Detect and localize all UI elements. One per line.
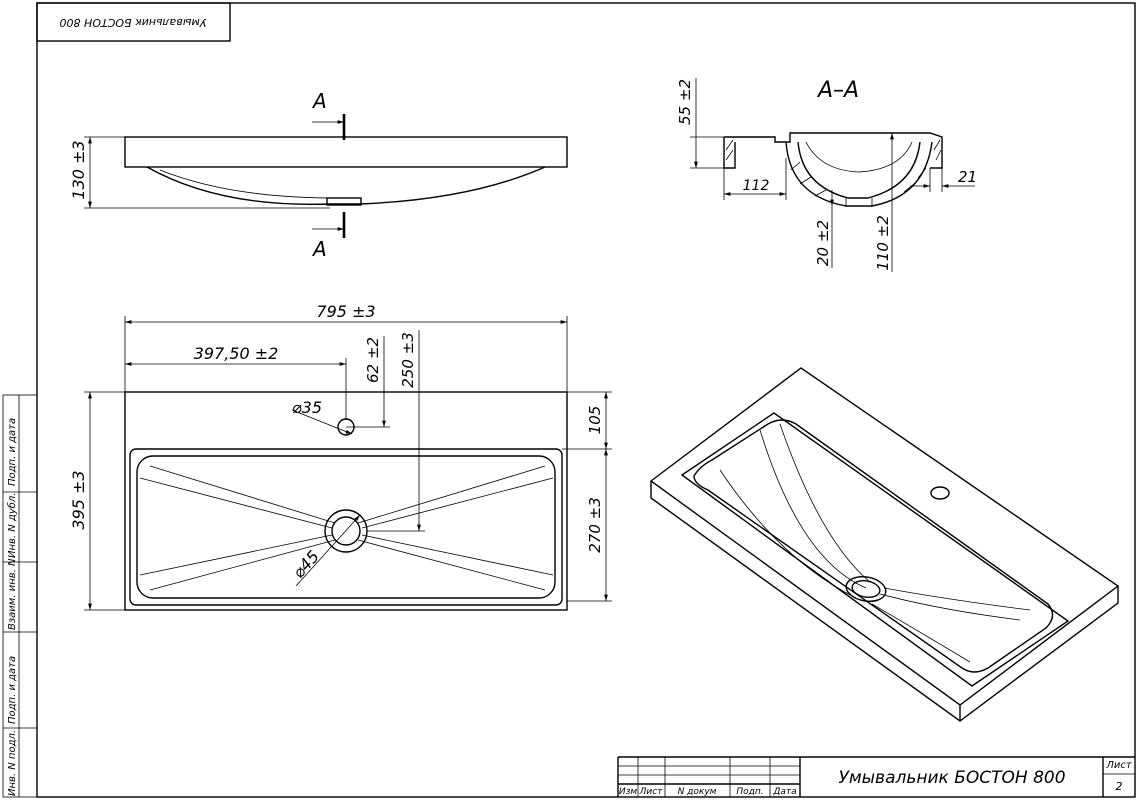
corner-stamp-text: Умывальник БОСТОН 800 <box>60 16 207 29</box>
side-height-dim: 130 ±3 <box>69 140 88 199</box>
section-wall: 21 <box>958 168 977 186</box>
col-dokum: N докум <box>678 787 717 797</box>
plan-overall-width: 795 ±3 <box>316 302 375 321</box>
section-letter-bottom: A <box>311 237 327 261</box>
col-list: Лист <box>639 787 664 797</box>
plan-bowl-length: 270 ±3 <box>586 497 604 553</box>
isometric-view <box>649 367 1120 722</box>
side-view: A A 130 ±3 <box>69 89 568 261</box>
col-podp: Подп. <box>736 787 763 797</box>
col-data: Дата <box>772 787 796 797</box>
plan-shelf-depth: 105 <box>586 406 604 435</box>
plan-drain-y: 250 ±3 <box>399 332 417 388</box>
title-block: Изм Лист N докум Подп. Дата Умывальник Б… <box>617 756 1135 797</box>
plan-hole-dia: ⌀35 <box>292 398 322 417</box>
plan-overall-depth: 395 ±3 <box>69 470 88 529</box>
side-strip: Подп. и дата Инв. N дубл. Взаим. инв. N … <box>6 418 18 796</box>
side-cell-1: Подп. и дата <box>7 418 18 486</box>
col-izm: Изм <box>619 787 638 797</box>
side-cell-5: Инв. N подл. <box>7 730 18 796</box>
corner-stamp: Умывальник БОСТОН 800 <box>36 2 231 42</box>
side-cell-3: Взаим. инв. N <box>7 558 18 630</box>
plan-drain-dia: ⌀45 <box>289 547 323 582</box>
section-bowl-depth: 110 ±2 <box>874 215 892 271</box>
section-rim-height: 55 ±2 <box>676 79 694 125</box>
plan-view: 795 ±3 397,50 ±2 62 ±2 250 ±3 ⌀35 ⌀45 39… <box>69 302 612 611</box>
title-text: Умывальник БОСТОН 800 <box>838 768 1065 788</box>
section-drain-depth: 20 ±2 <box>814 220 832 266</box>
section-letter-top: A <box>311 89 327 113</box>
section-offset-left: 112 <box>743 178 770 194</box>
side-cell-4: Подп. и дата <box>7 656 18 724</box>
plan-hole-offset: 397,50 ±2 <box>194 344 279 363</box>
section-title: A–A <box>816 78 859 103</box>
side-cell-2: Инв. N дубл. <box>6 493 18 559</box>
section-view: A–A 55 ±2 112 21 <box>676 78 977 272</box>
sheet-number: 2 <box>1116 780 1123 793</box>
sheet-label: Лист <box>1105 760 1133 771</box>
plan-hole-y: 62 ±2 <box>364 337 382 383</box>
